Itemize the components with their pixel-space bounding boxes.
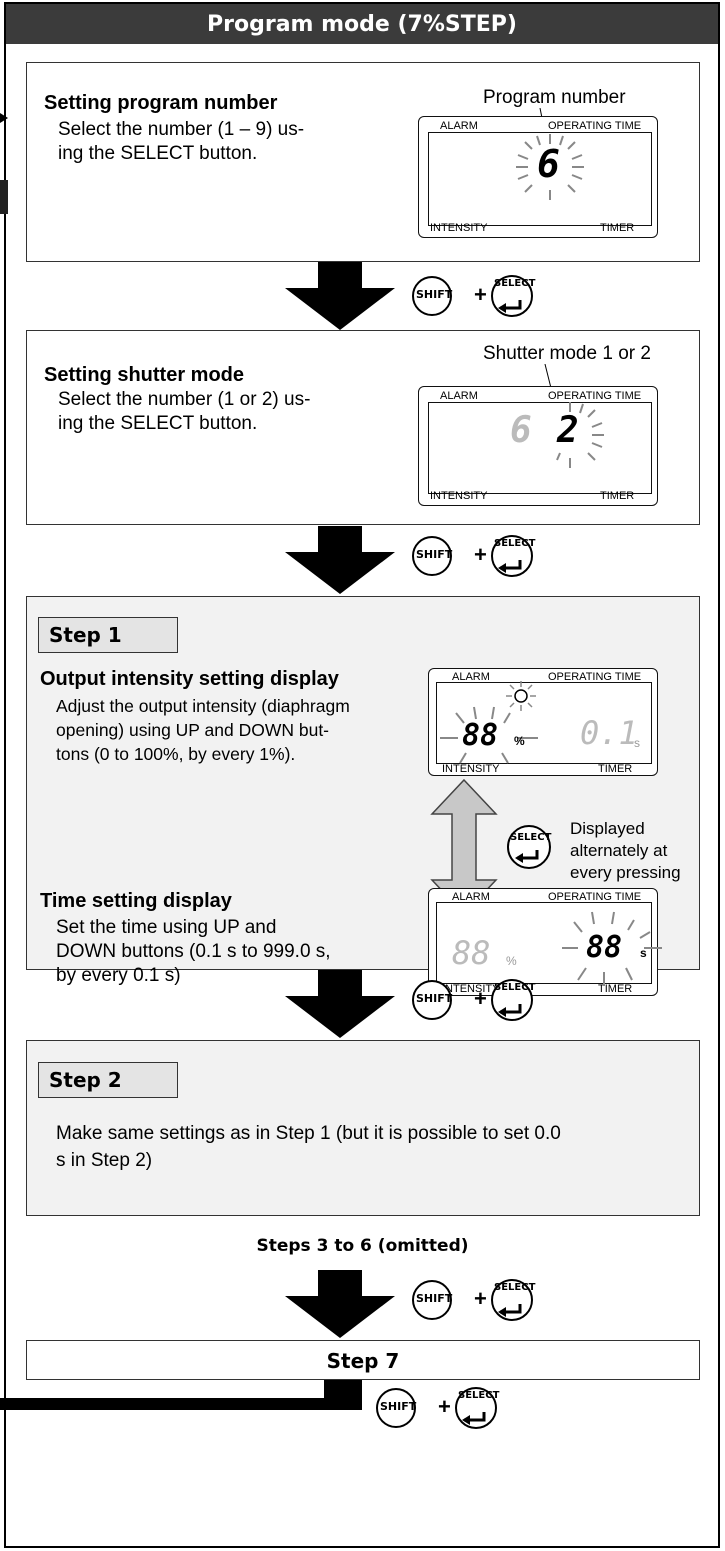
plus-sign: + <box>474 986 487 1011</box>
section-description: Select the number (1 – 9) us- ing the SE… <box>58 119 305 164</box>
blink-rays <box>440 706 538 764</box>
shift-select-combo <box>412 1276 552 1326</box>
section-title: Setting program number <box>44 92 278 114</box>
step2-panel <box>26 1040 700 1216</box>
lcd-time-dim-value: 0.1 <box>580 714 638 752</box>
shift-select-combo <box>412 272 552 322</box>
step2-description: Make same settings as in Step 1 (but it … <box>56 1123 561 1171</box>
lcd-alarm-label: ALARM <box>440 390 478 402</box>
plus-sign: + <box>474 1286 487 1311</box>
blink-rays <box>562 911 662 986</box>
lamp-icon <box>506 681 536 711</box>
step7-panel <box>26 1340 700 1380</box>
shift-button[interactable]: SHIFT <box>416 1292 453 1305</box>
left-tab-mark <box>0 180 8 214</box>
lcd-screen <box>436 682 652 764</box>
lcd-intensity-label: INTENSITY <box>430 490 488 502</box>
select-button-icon[interactable] <box>504 822 554 872</box>
shift-select-combo <box>376 1384 516 1434</box>
select-button[interactable]: SELECT <box>494 278 536 289</box>
plus-sign: + <box>438 1394 451 1419</box>
time-title: Time setting display <box>40 890 232 912</box>
step7-label: Step 7 <box>326 1349 400 1373</box>
lcd-intensity-display <box>428 668 658 776</box>
page-frame <box>4 2 720 1548</box>
callout-label: Shutter mode 1 or 2 <box>483 343 651 364</box>
lcd-timer-label: TIMER <box>600 490 635 502</box>
lcd-dim-digit: 6 <box>510 410 532 451</box>
lcd-operating-time-label: OPERATING TIME <box>548 390 642 402</box>
page-header: Program mode (7%STEP) <box>6 4 718 44</box>
lcd-operating-time-label: OPERATING TIME <box>548 120 642 132</box>
lcd-intensity-dim-value: 88 <box>452 934 491 972</box>
lcd-alarm-label: ALARM <box>440 120 478 132</box>
down-arrow <box>285 526 395 594</box>
lcd-intensity-value: 88 <box>462 718 499 753</box>
step2-label: Step 2 <box>38 1062 178 1098</box>
alternate-note: Displayed alternately at every pressing <box>570 819 681 882</box>
step1-label: Step 1 <box>38 617 178 653</box>
shift-select-combo <box>412 532 552 582</box>
select-button[interactable]: SELECT <box>494 982 536 993</box>
lcd-time-unit: s <box>640 946 647 960</box>
intensity-description: Adjust the output intensity (diaphragm o… <box>56 696 350 764</box>
shift-button[interactable]: SHIFT <box>416 548 453 561</box>
intensity-title: Output intensity setting display <box>40 668 339 690</box>
down-arrow <box>285 970 395 1038</box>
shift-button[interactable]: SHIFT <box>416 288 453 301</box>
lcd-intensity-label: INTENSITY <box>430 222 488 234</box>
section-title: Setting shutter mode <box>44 364 245 386</box>
shift-button[interactable]: SHIFT <box>416 992 453 1005</box>
lcd-timer-label: TIMER <box>598 763 633 775</box>
lcd-time-display <box>428 888 658 996</box>
lcd-display <box>418 386 658 506</box>
select-button[interactable]: SELECT <box>494 1282 536 1293</box>
shift-button[interactable]: SHIFT <box>380 1400 417 1413</box>
lcd-alarm-label: ALARM <box>452 671 490 683</box>
lcd-screen <box>428 402 652 494</box>
lcd-time-dim-unit: s <box>634 736 640 750</box>
left-arrow-mark <box>0 110 8 123</box>
blink-rays <box>516 134 584 200</box>
lcd-timer-label: TIMER <box>598 983 633 995</box>
shift-select-combo <box>412 976 552 1026</box>
select-button[interactable]: SELECT <box>458 1390 500 1401</box>
down-arrow <box>285 1270 395 1338</box>
lcd-operating-time-label: OPERATING TIME <box>548 671 642 683</box>
lcd-intensity-label: INTENSITY <box>442 983 500 995</box>
callout-label: Program number <box>483 87 626 108</box>
steps-omitted: Steps 3 to 6 (omitted) <box>256 1236 469 1256</box>
down-arrow <box>285 262 395 330</box>
time-description: Set the time using UP and DOWN buttons (… <box>56 917 331 986</box>
lcd-program-digit: 6 <box>537 142 560 186</box>
plus-sign: + <box>474 282 487 307</box>
lcd-operating-time-label: OPERATING TIME <box>548 891 642 903</box>
lcd-intensity-unit: % <box>514 734 525 748</box>
plus-sign: + <box>474 542 487 567</box>
lcd-shutter-digit: 2 <box>557 410 579 451</box>
section-description: Select the number (1 or 2) us- ing the S… <box>58 389 311 434</box>
blink-rays <box>556 402 604 468</box>
lcd-timer-label: TIMER <box>600 222 635 234</box>
lcd-intensity-label: INTENSITY <box>442 763 500 775</box>
lcd-screen <box>428 132 652 226</box>
lcd-screen <box>436 902 652 984</box>
lcd-intensity-dim-unit: % <box>506 954 517 968</box>
lcd-alarm-label: ALARM <box>452 891 490 903</box>
select-button-label: SELECT <box>510 832 552 843</box>
lcd-time-value: 88 <box>586 930 623 965</box>
return-connector-line <box>0 1398 362 1410</box>
return-connector <box>324 1380 362 1402</box>
select-button[interactable]: SELECT <box>494 538 536 549</box>
